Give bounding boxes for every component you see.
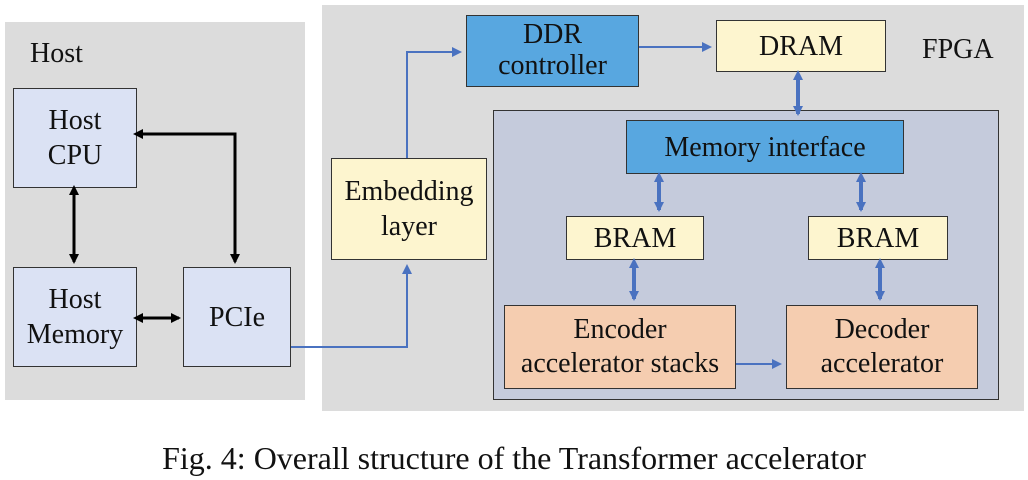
dram-box: DRAM (716, 20, 886, 72)
pcie-box: PCIe (183, 267, 291, 367)
arrow-pcie-embedding (291, 264, 412, 348)
embedding-layer-box: Embedding layer (331, 158, 487, 260)
arrow-embedding-ddr (406, 47, 462, 158)
memory-interface-box: Memory interface (626, 120, 904, 174)
host-memory-box: Host Memory (13, 267, 137, 367)
bram-right-box: BRAM (808, 216, 948, 260)
fpga-region-label: FPGA (922, 34, 994, 65)
ddr-controller-box: DDR controller (466, 15, 639, 87)
arrow-cpu-pcie (133, 129, 240, 264)
decoder-accelerator-box: Decoder accelerator (786, 305, 978, 389)
encoder-accelerator-box: Encoder accelerator stacks (504, 305, 736, 389)
host-region-label: Host (30, 38, 83, 69)
figure-caption: Fig. 4: Overall structure of the Transfo… (162, 440, 866, 476)
bram-left-box: BRAM (566, 216, 704, 260)
host-cpu-box: Host CPU (13, 88, 137, 188)
